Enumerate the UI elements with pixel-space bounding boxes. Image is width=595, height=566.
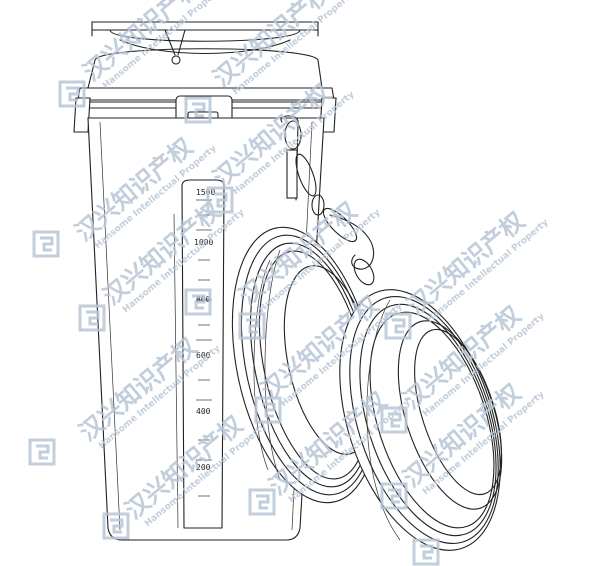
svg-text:汉兴知识产权: 汉兴知识产权 [402, 207, 530, 321]
chain-hook [280, 115, 375, 286]
small-lid [339, 289, 503, 551]
scale-mark-1000: 1000 [194, 238, 213, 247]
scale-mark-1500: 1500 [196, 188, 215, 197]
watermark-text-7: 汉兴知识产权 Hansome Intellectual Property [402, 207, 551, 326]
scale-mark-400: 400 [196, 407, 211, 416]
scale-mark-200: 200 [196, 463, 211, 472]
scale-mark-600: 600 [196, 351, 211, 360]
watermark-logo-icon [28, 80, 440, 566]
